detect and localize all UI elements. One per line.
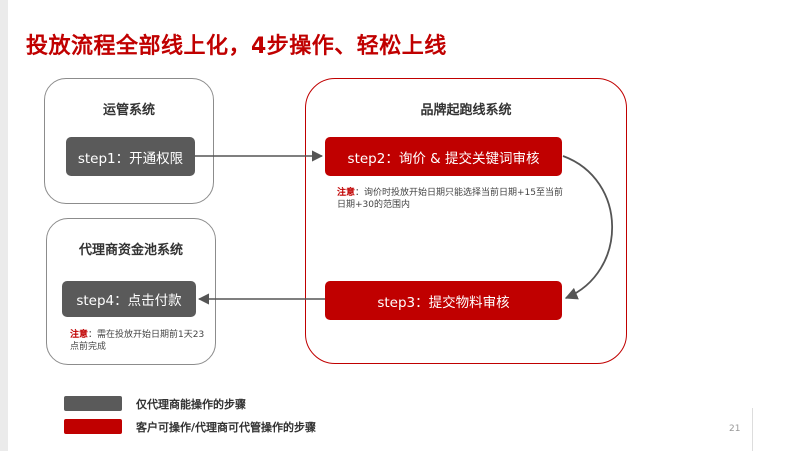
legend-label-agent-only: 仅代理商能操作的步骤 [136, 398, 246, 411]
page-title: 投放流程全部线上化，4步操作、轻松上线 [26, 34, 447, 59]
ops-system-label: 运管系统 [102, 103, 155, 118]
step2-note-label: 注意 [337, 188, 356, 198]
agent-fund-system-label: 代理商资金池系统 [78, 243, 183, 258]
step2-note: 注意：询价时投放开始日期只能选择当前日期+15至当前日期+30的范围内 [337, 187, 569, 211]
step1-button[interactable]: step1：开通权限 [66, 137, 195, 176]
step4-button[interactable]: step4：点击付款 [62, 281, 196, 317]
step2-button[interactable]: step2：询价 & 提交关键词审核 [325, 137, 562, 176]
corner-divider [752, 408, 753, 451]
legend-label-customer-or-agent: 客户可操作/代理商可代管操作的步骤 [136, 421, 317, 434]
step4-note-text: ：需在投放开始日期前1天23点前完成 [70, 330, 205, 352]
brand-system-label: 品牌起跑线系统 [420, 103, 512, 118]
legend-swatch-customer-or-agent [64, 419, 122, 434]
step3-button[interactable]: step3：提交物料审核 [325, 281, 562, 320]
legend-swatch-agent-only [64, 396, 122, 411]
page-number: 21 [729, 424, 741, 434]
left-accent-bar [0, 0, 8, 451]
arrow-step2-to-step3 [562, 155, 614, 300]
step4-note-label: 注意 [70, 330, 89, 340]
step2-note-text: ：询价时投放开始日期只能选择当前日期+15至当前日期+30的范围内 [337, 188, 564, 210]
step4-note: 注意：需在投放开始日期前1天23点前完成 [70, 329, 210, 353]
